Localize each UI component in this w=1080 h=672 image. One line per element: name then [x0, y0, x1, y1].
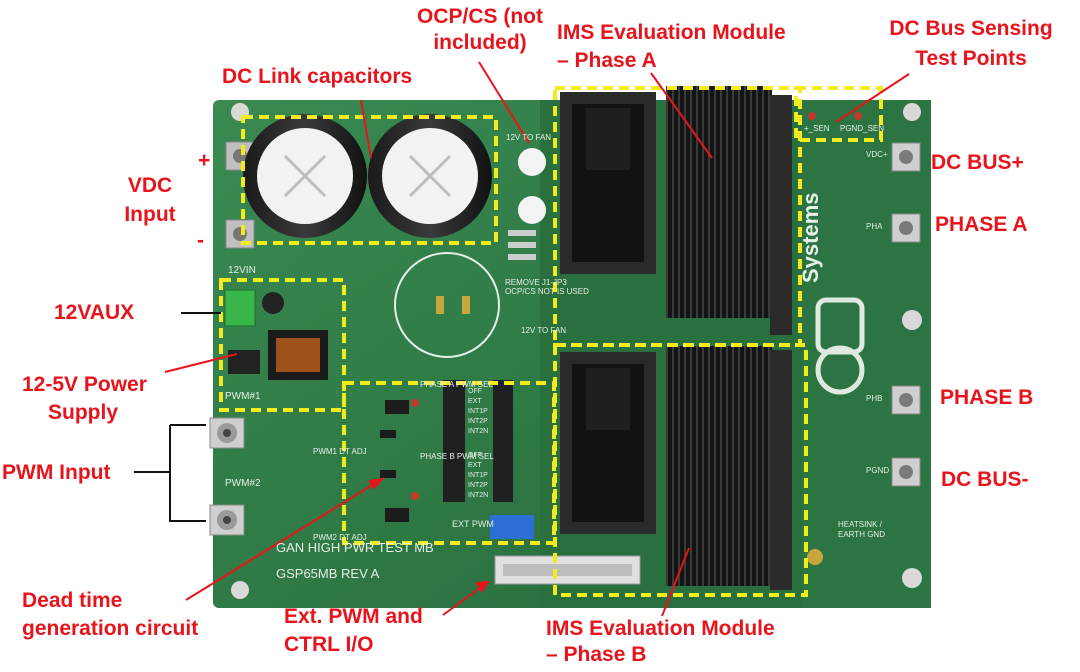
ext-pwm-text: EXT PWM [452, 519, 494, 529]
label-ocp-2: included) [433, 31, 527, 54]
sel-a-opt: INT1P [468, 408, 488, 415]
board-revision: GSP65MB REV A [276, 566, 380, 581]
terminal-phase-a [891, 213, 921, 243]
terminal-dc-bus-plus [891, 142, 921, 172]
label-vdc-1: VDC [127, 174, 173, 197]
gan-logo [815, 297, 865, 395]
sel-a-opt: INT2N [468, 428, 489, 435]
ims-module-phase-b [560, 346, 792, 590]
label-phase-b: PHASE B [940, 386, 1034, 409]
bnc-connector [209, 417, 245, 449]
ims-module-phase-a [560, 86, 792, 335]
label-ext-1: Ext. PWM and [284, 605, 423, 628]
label-dc-link: DC Link capacitors [222, 65, 413, 88]
sel-a-opt: OFF [468, 388, 482, 395]
dash-box-ims-b [553, 343, 808, 597]
label-ext-2: CTRL I/O [284, 633, 374, 656]
label-ims-b-2: – Phase B [546, 643, 647, 666]
remove-note-1: REMOVE J1-JP3 [505, 278, 567, 287]
earth-text: EARTH GND [838, 530, 885, 539]
label-vdc-2: Input [124, 203, 176, 226]
label-ims-b-1: IMS Evaluation Module [546, 617, 775, 640]
terminal-dc-bus-minus [891, 457, 921, 487]
annotation-pointers [164, 61, 910, 617]
pha-text: PHA [866, 222, 883, 231]
label-minus: - [197, 229, 204, 252]
label-dc-sense-1: DC Bus Sensing [889, 17, 1053, 40]
label-ocp-1: OCP/CS (not [417, 5, 543, 28]
sel-a-opt: INT2P [468, 418, 488, 425]
fan1-text: 12V TO FAN [506, 133, 552, 142]
phase-b-sel-text: PHASE B PWM SEL [420, 452, 494, 461]
label-ims-a-1: IMS Evaluation Module [557, 21, 786, 44]
label-dead-1: Dead time [22, 589, 123, 612]
dash-box-ims-a [553, 86, 802, 347]
remove-note-2: OCP/CS NOT IS USED [505, 287, 589, 296]
label-phase-a: PHASE A [935, 213, 1028, 236]
sel-a-opt: EXT [468, 398, 482, 405]
label-dead-2: generation circuit [22, 617, 199, 640]
mount-hole [231, 581, 249, 599]
capacitor [368, 114, 492, 238]
vdc-plus-text: VDC+ [866, 150, 888, 159]
sel-b-opt: INT2N [468, 492, 489, 499]
pgnd-text: PGND [866, 466, 890, 475]
label-ims-a-2: – Phase A [557, 49, 657, 72]
sen-left-text: +_SEN [804, 124, 830, 133]
annotation-brackets [134, 312, 221, 522]
label-pwm-input: PWM Input [2, 461, 111, 484]
brand-text: Systems [798, 192, 823, 283]
label-psu-1: 12-5V Power [22, 373, 147, 396]
mount-hole [902, 568, 922, 588]
mount-hole [902, 310, 922, 330]
board-title: GAN HIGH PWR TEST MB [276, 540, 434, 555]
dash-box-dc-link [241, 115, 498, 245]
fan2-text: 12V TO FAN [521, 326, 567, 335]
dash-box-dc-sense [794, 86, 883, 142]
pwm1-dt-text: PWM1 DT ADJ [313, 447, 367, 456]
sel-b-opt: INT1P [468, 472, 488, 479]
label-12vaux: 12VAUX [54, 301, 135, 324]
label-dc-bus-plus: DC BUS+ [931, 151, 1024, 174]
terminal-phase-b [891, 385, 921, 415]
heatsink-text: HEATSINK / [838, 520, 882, 529]
label-dc-bus-minus: DC BUS- [941, 468, 1029, 491]
label-psu-2: Supply [48, 401, 119, 424]
label-plus: + [198, 149, 211, 172]
mount-hole [903, 103, 921, 121]
pwm2-dt-text: PWM2 DT ADJ [313, 533, 367, 542]
dash-box-psu [219, 278, 346, 412]
phase-a-sel-text: PHASE A PWM SEL [420, 380, 493, 389]
sen-right-text: PGND_SEN [840, 124, 885, 133]
pwm1-text: PWM#1 [225, 391, 261, 402]
sel-b-opt: INT2P [468, 482, 488, 489]
phb-text: PHB [866, 394, 883, 403]
bnc-connector [209, 504, 245, 536]
pwm2-text: PWM#2 [225, 478, 261, 489]
label-dc-sense-2: Test Points [915, 47, 1027, 70]
capacitor [243, 114, 367, 238]
sel-b-opt: EXT [468, 462, 482, 469]
vin12-text: 12VIN [228, 265, 256, 276]
sel-b-opt: OFF [468, 452, 482, 459]
